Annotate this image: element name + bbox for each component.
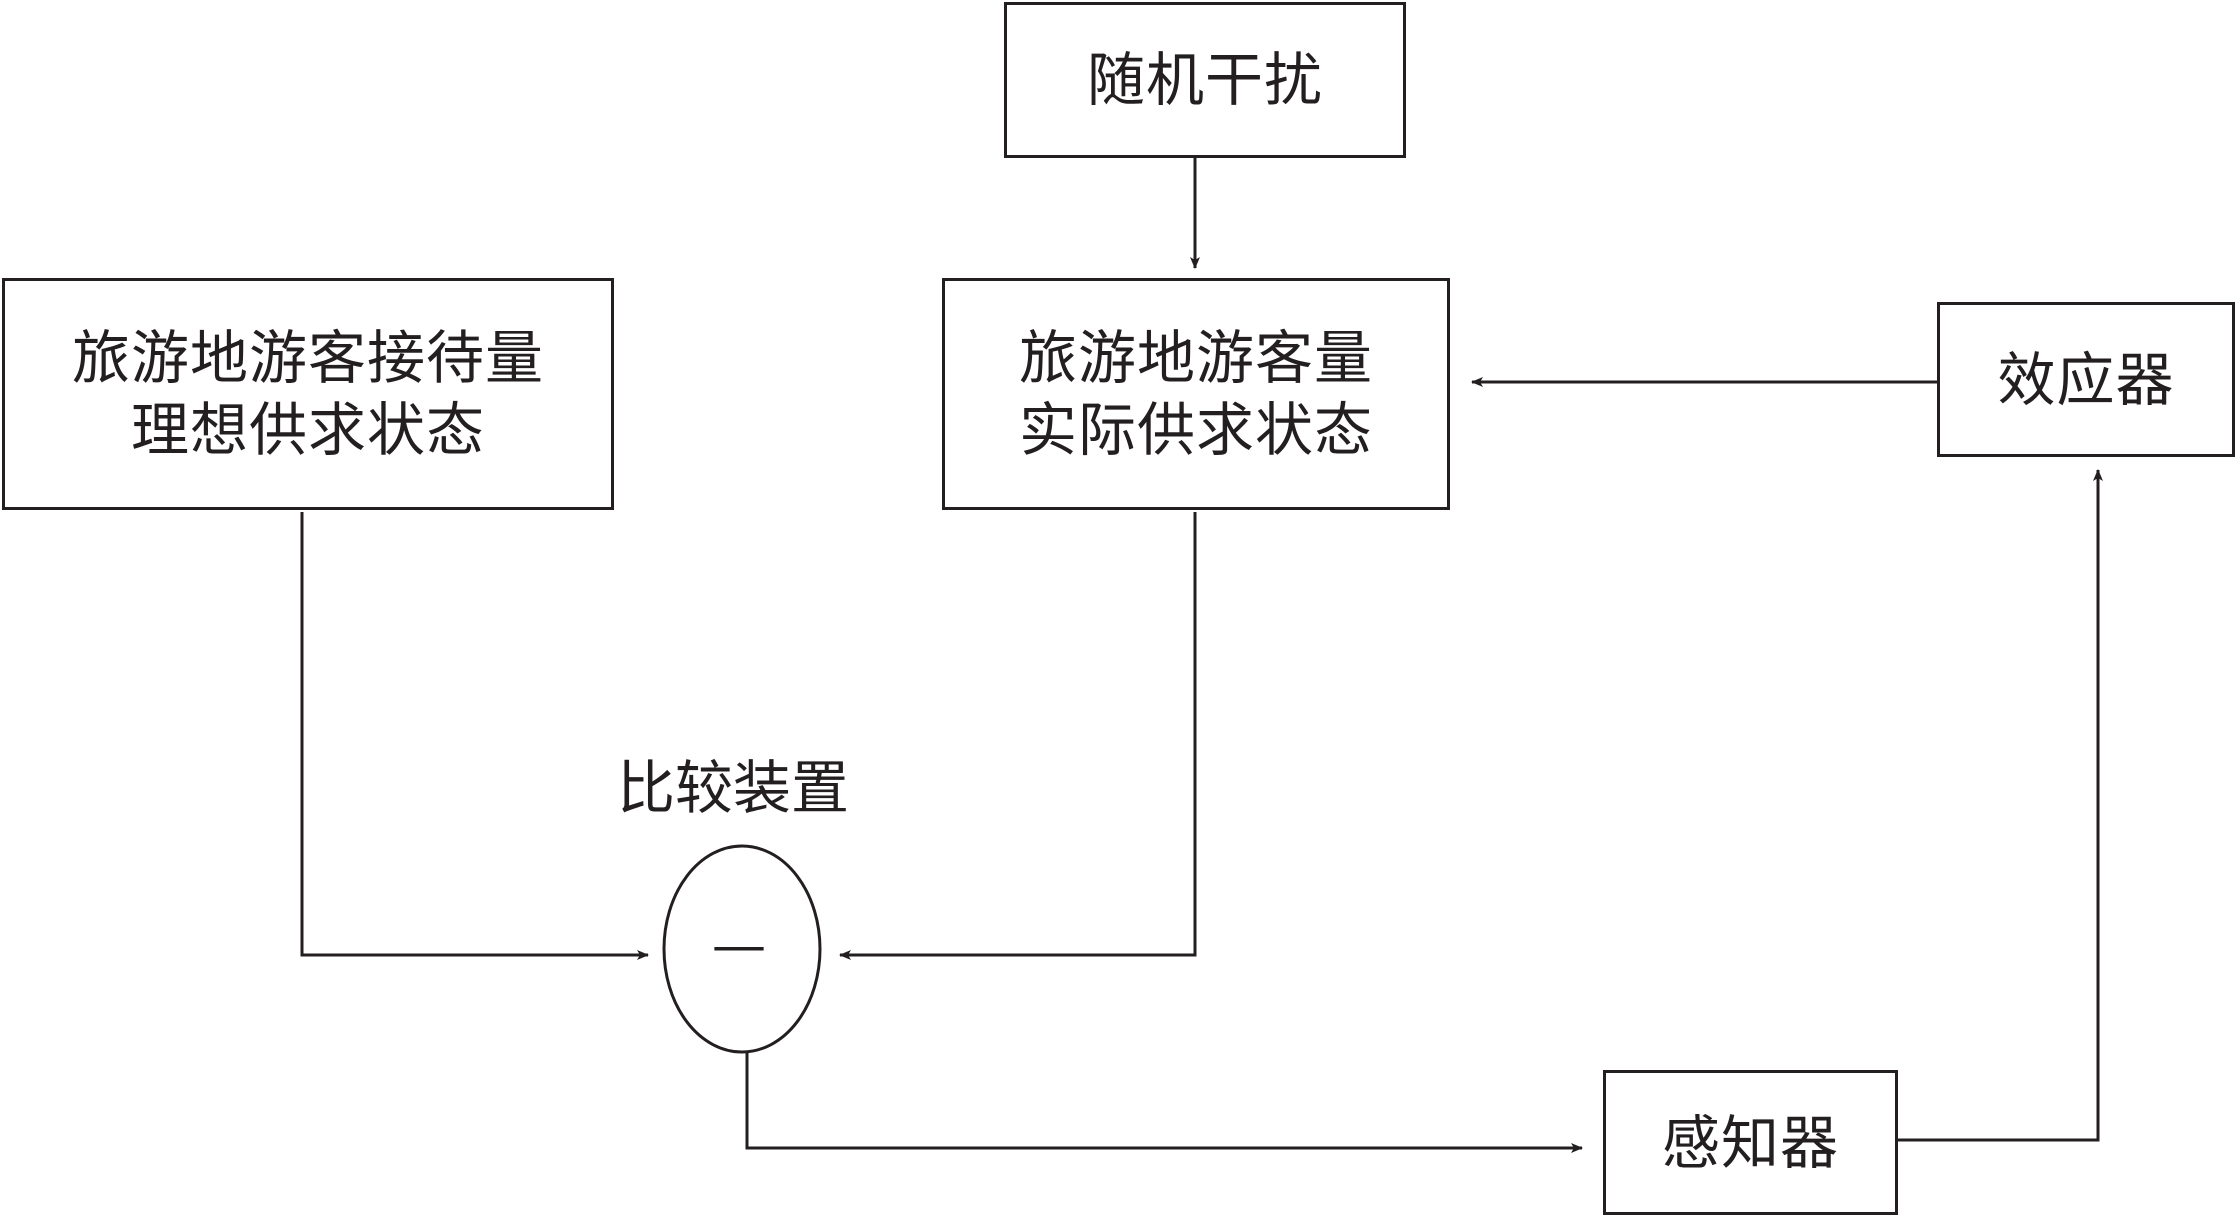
actual-state-box: 旅游地游客量 实际供求状态 [942,278,1450,510]
effector-box: 效应器 [1937,302,2235,457]
sensor-label: 感知器 [1661,1108,1839,1177]
arrow-sensor-to-effector [1898,469,2103,1142]
arrow-actual-to-comparator [839,512,1197,960]
arrow-ideal-to-comparator [300,512,649,960]
comparator-label: 比较装置 [617,754,850,822]
actual-state-line1: 旅游地游客量 [1018,324,1373,392]
random-disturbance-label: 随机干扰 [1086,46,1323,114]
ideal-state-line2: 理想供求状态 [130,396,485,464]
ideal-state-box: 旅游地游客接待量 理想供求状态 [2,278,614,510]
random-disturbance-box: 随机干扰 [1004,2,1406,158]
ideal-state-line1: 旅游地游客接待量 [71,324,544,392]
effector-label: 效应器 [1997,345,2175,414]
arrow-comparator-to-sensor [745,1052,1583,1153]
sensor-box: 感知器 [1603,1070,1898,1215]
actual-state-line2: 实际供求状态 [1018,396,1373,464]
comparator-minus-symbol: — [712,913,766,976]
comparator-ellipse [662,844,822,1054]
